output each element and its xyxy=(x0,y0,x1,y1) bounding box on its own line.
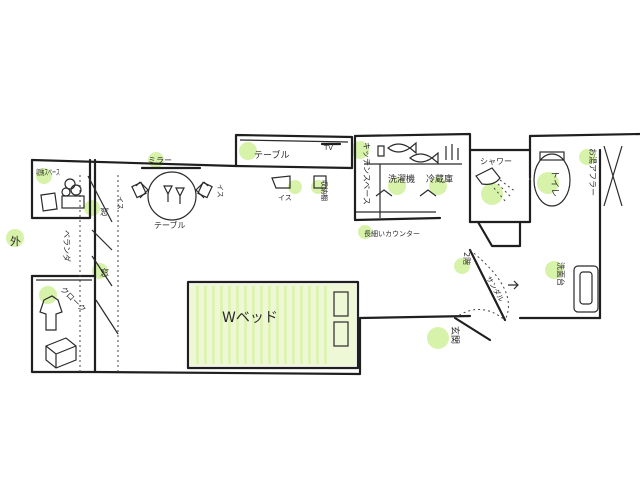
entrance-doors xyxy=(453,248,519,342)
veranda-lines xyxy=(79,175,119,372)
plant-icon xyxy=(61,178,82,197)
bathtub-cross xyxy=(603,145,623,207)
bed-stripe xyxy=(316,286,319,364)
chair-top-label: イス xyxy=(278,194,292,202)
veranda-label: ベランダ xyxy=(62,230,72,262)
shirt-icon xyxy=(39,295,63,331)
storage-items xyxy=(40,178,85,212)
stairs-label: 2階 xyxy=(462,252,472,265)
shelf-label: 収納棚 xyxy=(320,180,329,201)
counter-label: 長細いカウンター xyxy=(364,229,420,238)
chair-left-label: イス xyxy=(116,196,124,210)
storage-label: 収納スペース xyxy=(36,167,60,177)
closet-label: クローク xyxy=(59,285,88,314)
bed-stripe xyxy=(196,286,199,364)
walls xyxy=(30,132,640,376)
window-bottom-label: 窓 xyxy=(100,267,109,279)
bed-stripe xyxy=(276,286,279,364)
bed-stripe xyxy=(252,286,255,364)
bathtub-label: お湯アフラー xyxy=(588,148,598,196)
dining-table-label: テーブル xyxy=(154,220,186,230)
washbasin-fixture xyxy=(573,265,599,313)
washbasin-label: 洗面台 xyxy=(556,262,566,286)
box-icon xyxy=(40,192,58,212)
bottle-icon xyxy=(445,144,459,160)
entrance-label: 玄関 xyxy=(449,326,461,344)
bed-stripe xyxy=(284,286,287,364)
shower-label: シャワー xyxy=(480,157,512,166)
chair-right-label: イス xyxy=(216,184,224,198)
w-bed xyxy=(186,280,360,370)
bed-stripe xyxy=(212,286,215,364)
bed-stripe xyxy=(324,286,327,364)
labels: 外 収納スペース ベランダ 窓 窓 クローク ミラー テーブル イス イス テー… xyxy=(10,142,598,344)
bed-stripe xyxy=(236,286,239,364)
window-top-label: 窓 xyxy=(100,206,109,218)
fish-icon xyxy=(387,141,439,165)
bed-stripe xyxy=(308,286,311,364)
bed-stripes xyxy=(196,286,327,364)
top-table-label: テーブル xyxy=(254,149,289,161)
bed-stripe xyxy=(268,286,271,364)
box-icon xyxy=(45,337,77,369)
kitchen-items xyxy=(356,141,462,218)
w-bed-label: Wベッド xyxy=(222,310,278,326)
kitchen-space-label: キッチンスペース xyxy=(362,142,371,205)
toilet-fixture xyxy=(533,151,571,207)
shower-head-icon xyxy=(475,167,517,203)
bed-stripe xyxy=(228,286,231,364)
outside-label: 外 xyxy=(10,235,21,248)
tv-label: TV xyxy=(323,144,333,152)
tv-table xyxy=(239,139,349,189)
bed-stripe xyxy=(292,286,295,364)
toilet-label: トイレ xyxy=(549,170,559,197)
mirror-label: ミラー xyxy=(148,156,172,165)
bed-stripe xyxy=(300,286,303,364)
bed-stripe xyxy=(244,286,247,364)
washing-machine-label: 洗濯機 xyxy=(388,173,415,185)
wine-glass-icon xyxy=(163,185,185,204)
dining-set xyxy=(131,166,213,221)
bed-stripe xyxy=(204,286,207,364)
fridge-label: 冷蔵庫 xyxy=(426,173,453,185)
bed-stripe xyxy=(260,286,263,364)
bed-stripe xyxy=(220,286,223,364)
closet-items xyxy=(36,279,92,369)
